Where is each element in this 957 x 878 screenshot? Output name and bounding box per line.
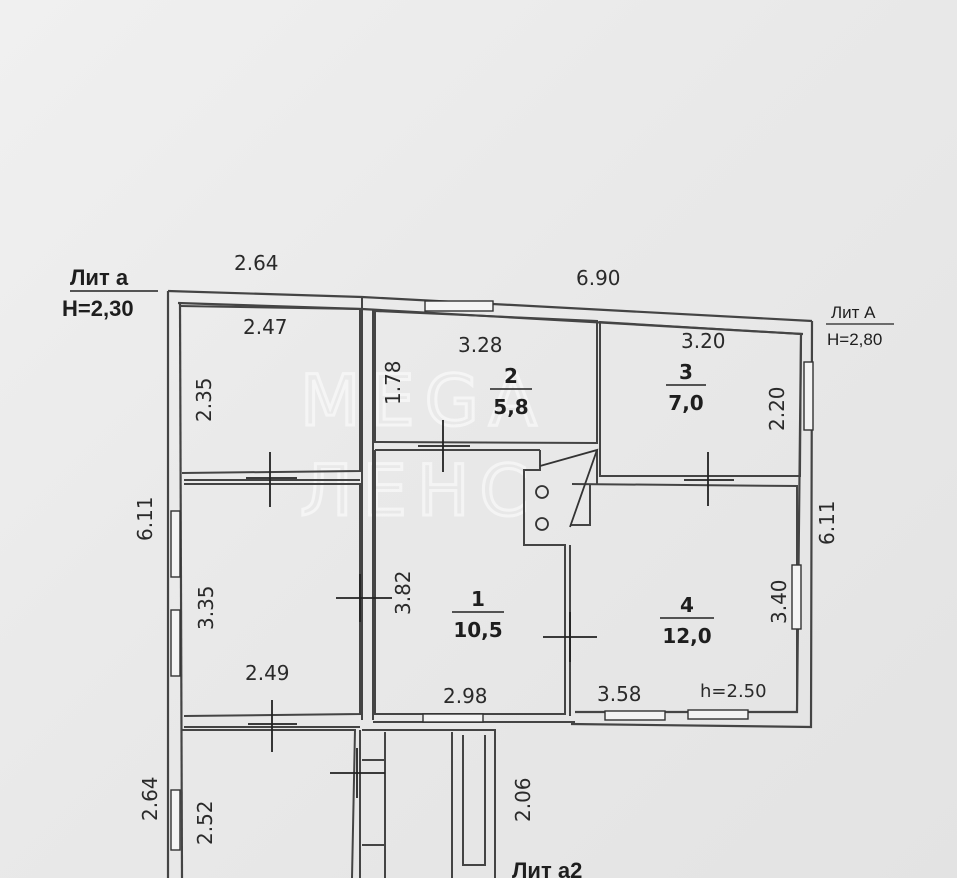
lit-a-height: H=2,30 xyxy=(62,296,134,321)
dim-bl-height: 2.52 xyxy=(193,800,217,845)
dim-tl-height: 2.35 xyxy=(192,377,216,422)
lit-A-label: Лит А xyxy=(831,303,876,322)
dim-top-left: 2.64 xyxy=(234,251,279,275)
watermark-line2: ЛЕНС xyxy=(300,450,538,532)
dim-bottom-left-height: 2.64 xyxy=(138,776,162,821)
watermark-line1: MEGA xyxy=(300,360,547,442)
dim-r2-width: 3.28 xyxy=(458,333,503,357)
room-4: 4 12,0 xyxy=(660,593,714,648)
door-marks xyxy=(246,420,734,798)
room-2-area: 5,8 xyxy=(493,395,528,419)
room-4-area: 12,0 xyxy=(662,624,711,648)
lit-a2-label: Лит а2 xyxy=(512,858,582,878)
dim-corridor-height: 2.06 xyxy=(511,777,535,822)
stove xyxy=(535,448,599,531)
dim-top-right: 6.90 xyxy=(576,266,621,290)
room-1-area: 10,5 xyxy=(453,618,502,642)
room-3-area: 7,0 xyxy=(668,391,703,415)
dim-r4-ceiling: h=2.50 xyxy=(700,681,767,702)
room-3: 3 7,0 xyxy=(666,360,706,415)
dim-r2-height: 1.78 xyxy=(381,360,405,405)
dim-right-height: 6.11 xyxy=(815,500,839,545)
windows xyxy=(170,300,814,851)
room-2-number: 2 xyxy=(504,364,518,388)
lit-a-label: Лит а xyxy=(70,265,129,290)
dim-tl-width: 2.47 xyxy=(243,315,288,339)
room-3-number: 3 xyxy=(679,360,693,384)
dim-ml-height: 3.35 xyxy=(194,585,218,630)
room-2: 2 5,8 xyxy=(490,364,532,419)
room-1: 1 10,5 xyxy=(452,587,504,642)
room-4-number: 4 xyxy=(680,593,694,617)
room-1-number: 1 xyxy=(471,587,485,611)
dim-r3-height: 2.20 xyxy=(765,386,789,431)
dim-ml-width: 2.49 xyxy=(245,661,290,685)
dim-r4-height: 3.40 xyxy=(767,579,791,624)
lit-A-height: H=2,80 xyxy=(827,330,882,349)
dim-r1-width: 2.98 xyxy=(443,684,488,708)
dim-left-height: 6.11 xyxy=(133,496,157,541)
dim-r4-width: 3.58 xyxy=(597,682,642,706)
dim-r1-height: 3.82 xyxy=(391,570,415,615)
dim-r3-width: 3.20 xyxy=(681,329,726,353)
